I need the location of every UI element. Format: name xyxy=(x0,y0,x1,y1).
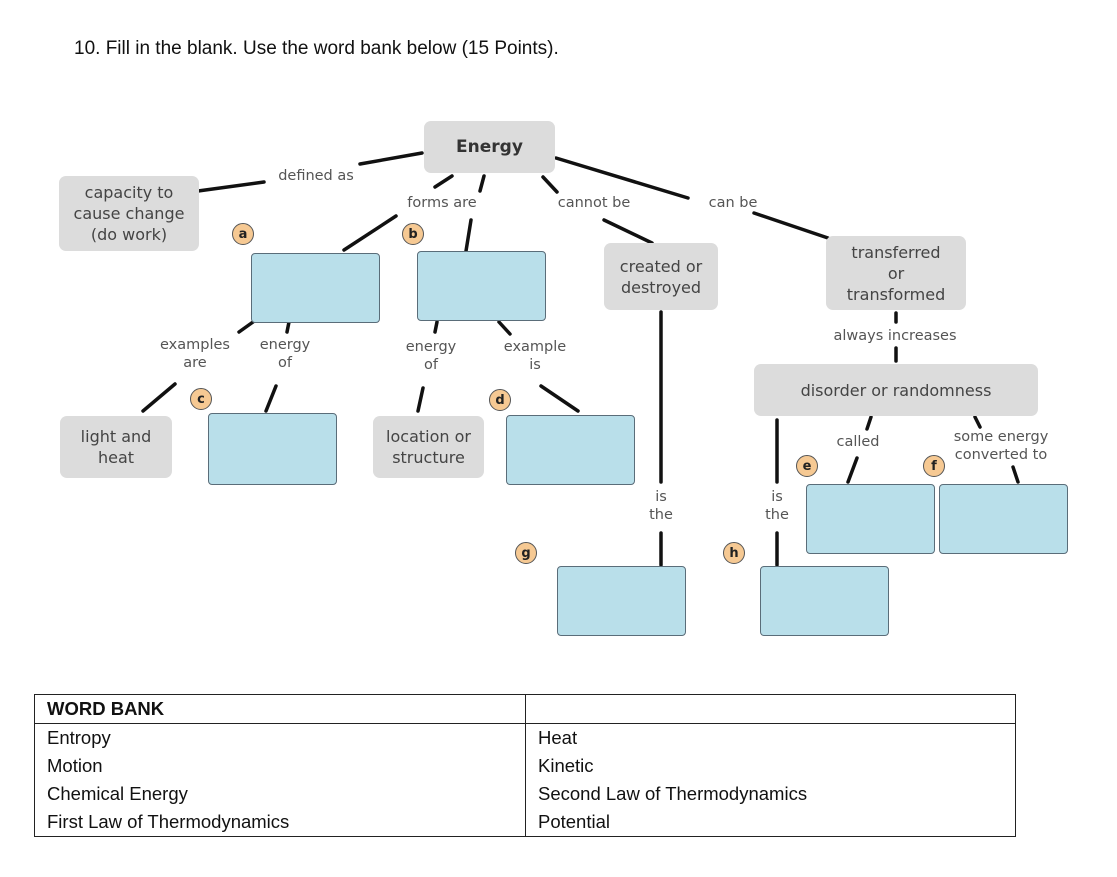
badge-d: d xyxy=(489,389,511,411)
badge-f: f xyxy=(923,455,945,477)
word-bank-item: Entropy xyxy=(47,727,111,748)
line-b-example xyxy=(497,320,512,336)
blank-e[interactable] xyxy=(806,484,935,554)
line-some-f xyxy=(1011,465,1020,484)
badge-c: c xyxy=(190,388,212,410)
node-location-structure: location or structure xyxy=(373,416,484,478)
link-is-the-1: is the xyxy=(649,489,673,523)
line-examples-light xyxy=(141,382,177,413)
line-cannot-2 xyxy=(602,218,654,245)
blank-c[interactable] xyxy=(208,413,337,485)
link-cannot-be: cannot be xyxy=(557,195,631,211)
line-b-energy xyxy=(433,320,439,334)
node-disorder: disorder or randomness xyxy=(754,364,1038,416)
badge-h: h xyxy=(723,542,745,564)
concept-map-lines xyxy=(141,151,1020,567)
line-forms-a xyxy=(342,214,398,252)
blank-h[interactable] xyxy=(760,566,889,636)
line-disorder-called xyxy=(865,415,873,431)
badge-a: a xyxy=(232,223,254,245)
node-energy: Energy xyxy=(424,121,555,173)
link-forms-are: forms are xyxy=(407,195,477,211)
link-examples-are: examples are xyxy=(160,337,230,371)
word-bank-item: Potential xyxy=(538,811,610,832)
line-cannot-be-a xyxy=(554,156,690,200)
line-can-be-a xyxy=(752,211,830,240)
blank-a[interactable] xyxy=(251,253,380,323)
blank-f[interactable] xyxy=(939,484,1068,554)
word-bank-left-column: Entropy Motion Chemical Energy First Law… xyxy=(34,723,526,837)
link-always-increases: always increases xyxy=(833,328,957,344)
line-forms-2 xyxy=(478,174,486,193)
line-defined-as-a xyxy=(196,180,266,193)
badge-e: e xyxy=(796,455,818,477)
word-bank-item: Kinetic xyxy=(538,755,594,776)
question-title: 10. Fill in the blank. Use the word bank… xyxy=(74,38,559,59)
link-energy-of-1: energy of xyxy=(259,337,311,371)
link-energy-of-2: energy of xyxy=(405,339,457,373)
link-can-be: can be xyxy=(708,195,758,211)
line-cannot-1 xyxy=(541,175,559,194)
line-a-examples xyxy=(237,320,255,334)
link-called: called xyxy=(836,434,880,450)
line-forms-b xyxy=(464,218,473,253)
badge-g: g xyxy=(515,542,537,564)
word-bank-right-column: Heat Kinetic Second Law of Thermodynamic… xyxy=(525,723,1016,837)
line-defined-as-b xyxy=(358,151,424,166)
line-energyof-blank xyxy=(264,384,278,413)
node-light-heat: light and heat xyxy=(60,416,172,478)
line-example-blank xyxy=(539,384,580,413)
word-bank-header: WORD BANK xyxy=(34,694,526,724)
word-bank-item: Motion xyxy=(47,755,103,776)
word-bank-header-empty xyxy=(525,694,1016,724)
line-energyof-location xyxy=(416,386,425,413)
blank-d[interactable] xyxy=(506,415,635,485)
blank-b[interactable] xyxy=(417,251,546,321)
link-some-energy: some energy converted to xyxy=(953,429,1049,463)
link-defined-as: defined as xyxy=(278,168,354,184)
word-bank-item: Second Law of Thermodynamics xyxy=(538,783,808,804)
word-bank-item: Heat xyxy=(538,727,578,748)
line-called-e xyxy=(846,456,859,484)
line-disorder-some xyxy=(973,415,982,429)
node-capacity: capacity to cause change (do work) xyxy=(59,176,199,251)
word-bank-table: WORD BANK Entropy Motion Chemical Energy… xyxy=(34,694,1016,837)
blank-g[interactable] xyxy=(557,566,686,636)
line-forms-1 xyxy=(433,174,454,189)
node-created-destroyed: created or destroyed xyxy=(604,243,718,310)
link-example-is: example is xyxy=(503,339,567,373)
badge-b: b xyxy=(402,223,424,245)
link-is-the-2: is the xyxy=(765,489,789,523)
node-transferred: transferred or transformed xyxy=(826,236,966,310)
line-a-energy xyxy=(285,320,291,334)
word-bank-item: First Law of Thermodynamics xyxy=(47,811,290,832)
word-bank-item: Chemical Energy xyxy=(47,783,188,804)
